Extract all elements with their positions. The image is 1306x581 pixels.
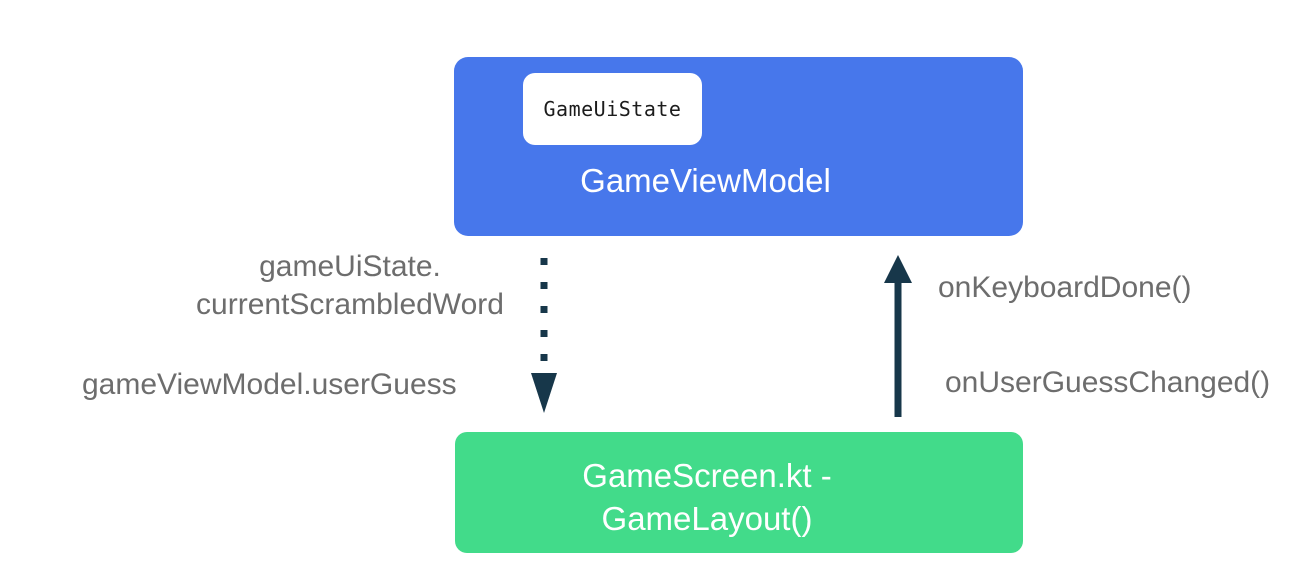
- gamescreen-title-line1: GameScreen.kt -: [582, 456, 832, 494]
- state-flow-label-line1: gameUiState.: [259, 250, 441, 283]
- state-flow-label-line2: currentScrambledWord: [196, 288, 504, 321]
- gamescreen-box: GameScreen.kt - GameLayout(): [455, 432, 1023, 553]
- gamescreen-title-line2: GameLayout(): [601, 499, 813, 537]
- user-guess-changed-label: onUserGuessChanged(): [945, 366, 1271, 399]
- gameviewmodel-title: GameViewModel: [580, 162, 831, 199]
- event-up-arrow-icon: [884, 255, 912, 417]
- gameviewmodel-box: GameUiState GameViewModel: [454, 57, 1023, 236]
- keyboard-done-label: onKeyboardDone(): [938, 271, 1192, 304]
- state-flow-label: gameUiState. currentScrambledWord: [130, 248, 570, 324]
- gameuistate-badge: GameUiState: [523, 73, 702, 145]
- user-guess-label: gameViewModel.userGuess: [82, 368, 457, 401]
